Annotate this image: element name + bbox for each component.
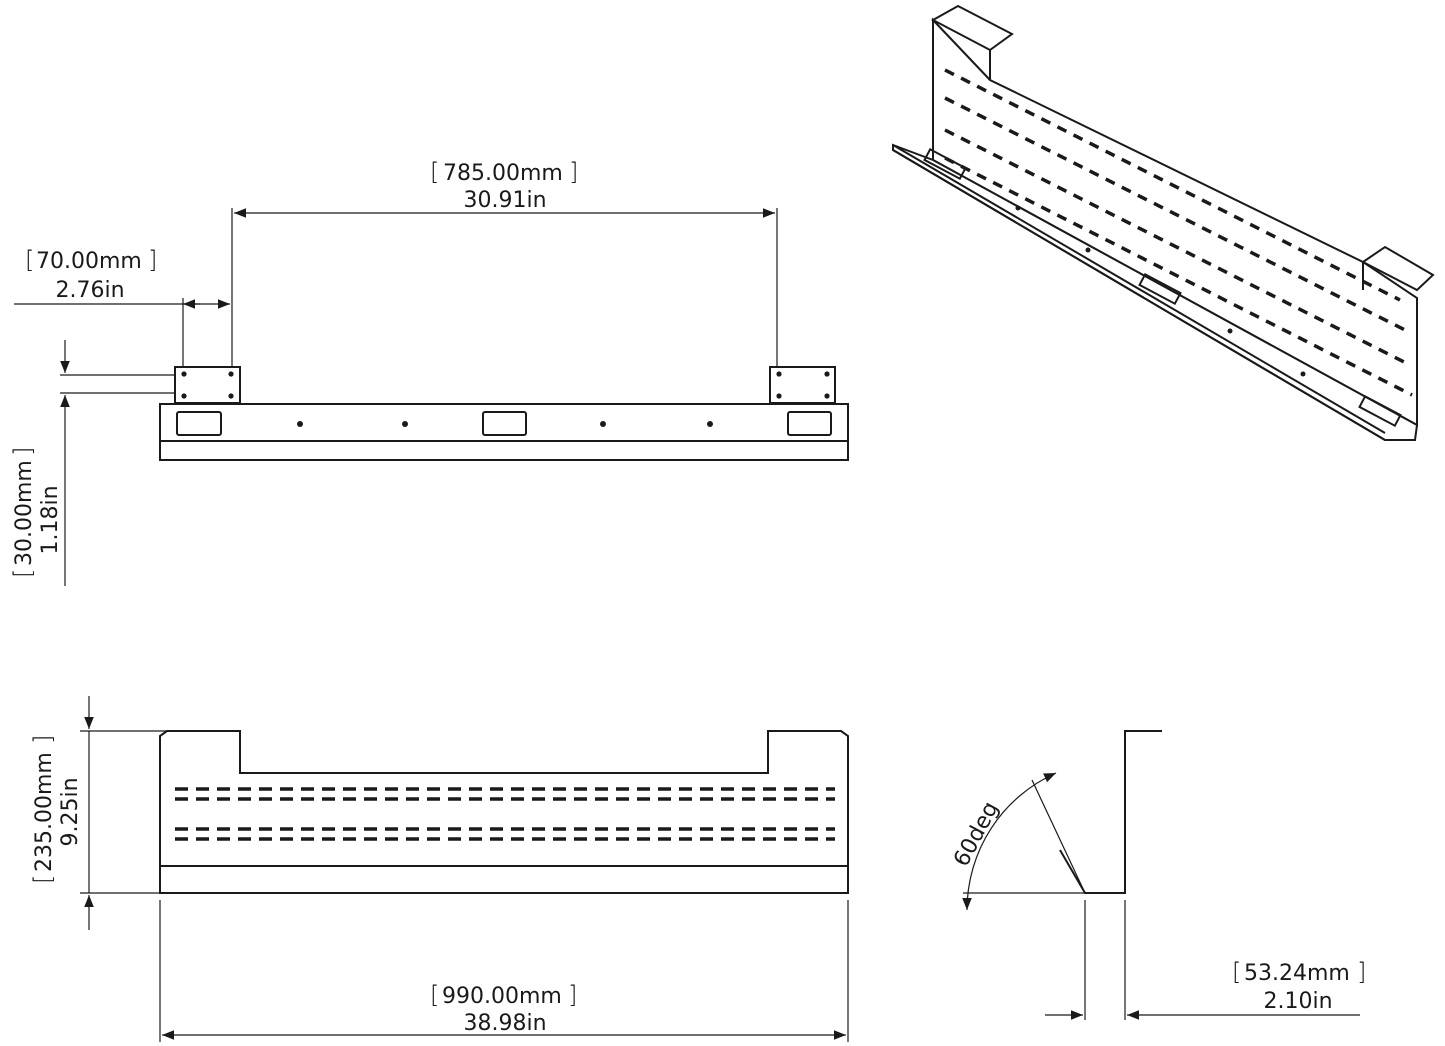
tray-screw-holes — [297, 421, 713, 427]
iso-cable-hole-center — [1138, 272, 1182, 306]
svg-text:]: ] — [569, 158, 578, 186]
cable-hole-right — [787, 411, 832, 436]
iso-cable-hole-right — [1358, 394, 1402, 428]
dim-30-in: 1.18in — [38, 485, 63, 554]
svg-text:[: [ — [29, 875, 57, 884]
side-profile-view — [962, 730, 1360, 1020]
svg-text:[: [ — [25, 246, 34, 274]
iso-left-mount-tab — [930, 4, 1014, 52]
dim-60-deg: 60deg — [949, 798, 1004, 871]
dim-bracket-height: [ 30.00mm ] 1.18in — [9, 447, 63, 578]
dim-53-mm: 53.24mm — [1244, 961, 1350, 986]
dim-70-mm: 70.00mm — [36, 249, 142, 274]
front-view — [80, 696, 849, 1042]
svg-text:]: ] — [9, 447, 37, 456]
dim-785-mm: 785.00mm — [443, 161, 563, 186]
dim-overall-length: [ 990.00mm ] 38.98in — [430, 981, 577, 1036]
svg-text:[: [ — [430, 158, 439, 186]
svg-text:]: ] — [29, 735, 57, 744]
svg-text:[: [ — [9, 569, 37, 578]
svg-text:[: [ — [430, 981, 439, 1009]
tray-side-profile — [1059, 730, 1162, 894]
dim-53-in: 2.10in — [1263, 989, 1332, 1014]
dim-tray-height: [ 235.00mm ] 9.25in — [29, 735, 83, 884]
svg-text:]: ] — [148, 246, 157, 274]
dim-990-mm: 990.00mm — [442, 984, 562, 1009]
dim-30-mm: 30.00mm — [12, 460, 37, 566]
dim-235-mm: 235.00mm — [32, 752, 57, 872]
tray-front-panel — [159, 730, 849, 894]
dim-tray-angle: 60deg — [949, 798, 1004, 871]
top-view — [14, 208, 849, 586]
tray-top-body — [159, 403, 849, 461]
cable-hole-left — [176, 411, 222, 436]
dim-bracket-width: [ 70.00mm ] 2.76in — [25, 246, 157, 303]
dim-990-in: 38.98in — [463, 1011, 546, 1036]
svg-text:[: [ — [1232, 958, 1241, 986]
dim-235-in: 9.25in — [58, 777, 83, 846]
front-vent-slots — [175, 787, 835, 841]
svg-text:]: ] — [568, 981, 577, 1009]
dim-70-in: 2.76in — [55, 278, 124, 303]
isometric-view — [892, 4, 1435, 441]
dim-785-in: 30.91in — [463, 188, 546, 213]
svg-text:]: ] — [1357, 958, 1366, 986]
dim-tray-depth: [ 53.24mm ] 2.10in — [1232, 958, 1366, 1014]
iso-cable-hole-left — [923, 147, 967, 181]
cable-hole-center — [482, 411, 527, 436]
iso-vent-slots — [944, 68, 1413, 397]
dim-cutout-spacing: [ 785.00mm ] 30.91in — [430, 158, 578, 213]
bracket-screw-holes — [181, 371, 830, 399]
iso-right-mount-tab — [1361, 245, 1435, 292]
